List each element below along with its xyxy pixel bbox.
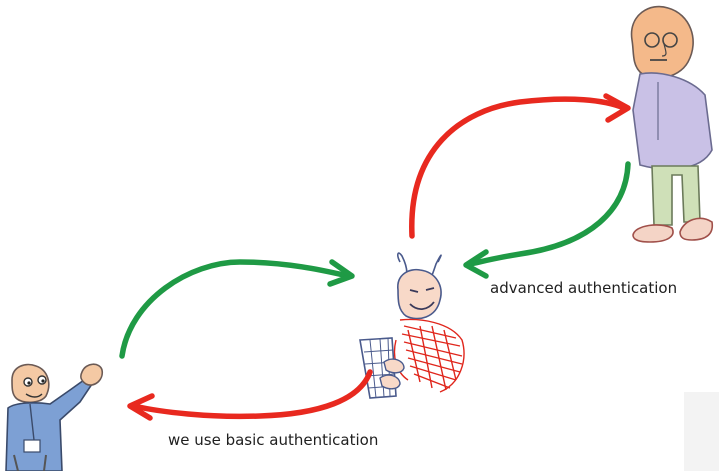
user-left-eye <box>644 32 660 48</box>
user-shirt <box>632 72 713 170</box>
user-right-shoe <box>679 217 714 241</box>
basic-authentication-label: we use basic authentication <box>168 431 379 449</box>
client-mouth <box>25 393 43 398</box>
client-figure <box>5 363 104 471</box>
attacker-eyes <box>409 287 435 293</box>
corner-smudge <box>684 392 719 471</box>
user-head <box>630 5 694 79</box>
attacker-body <box>393 318 465 393</box>
client-badge <box>23 439 41 453</box>
arrow-user-to-attacker <box>463 161 631 279</box>
attacker-head <box>397 268 442 320</box>
client-legs <box>13 454 47 471</box>
user-left-shoe <box>632 224 674 243</box>
attacker-hand-lower <box>379 374 401 390</box>
user-nose <box>661 43 667 57</box>
advanced-authentication-label: advanced authentication <box>490 279 678 297</box>
client-left-pupil <box>27 381 31 385</box>
user-pants <box>651 165 701 226</box>
user-figure <box>630 5 714 243</box>
arrow-client-to-attacker <box>119 259 355 359</box>
attacker-hand-upper <box>383 358 405 374</box>
arrow-attacker-to-user <box>409 93 631 239</box>
arrow-attacker-to-client <box>127 369 373 421</box>
attacker-grin <box>409 301 435 310</box>
user-right-eye <box>662 32 678 48</box>
client-waving-hand <box>80 363 104 386</box>
client-right-pupil <box>41 379 45 383</box>
attacker-figure <box>359 252 465 399</box>
